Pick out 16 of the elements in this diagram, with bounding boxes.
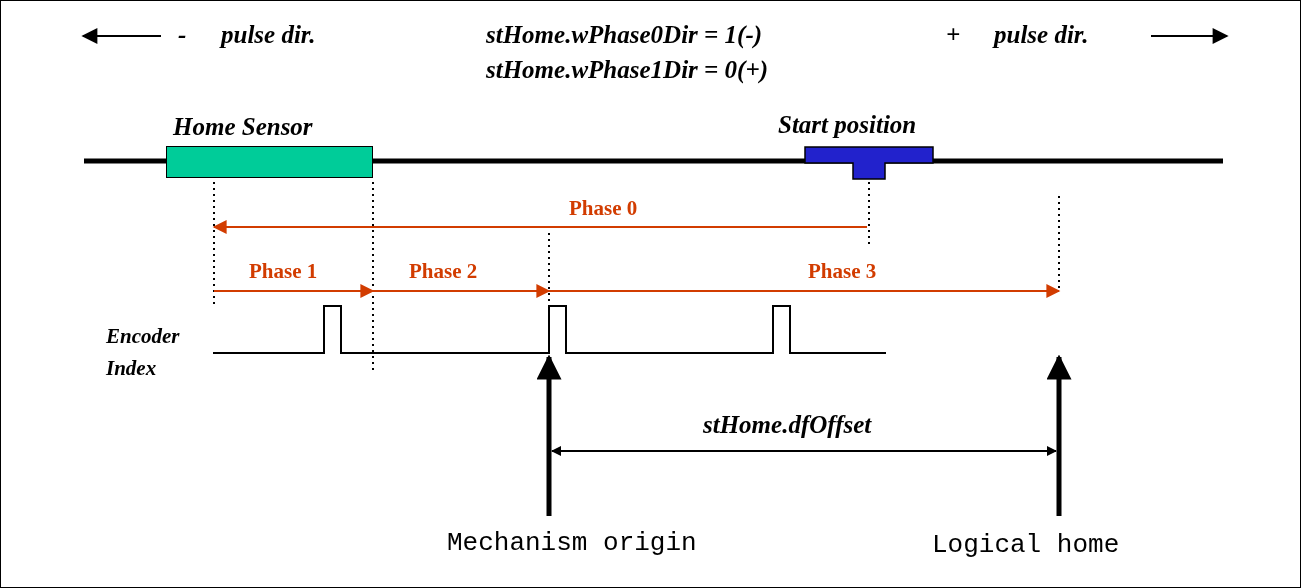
phase-label: Phase 1 [249,259,318,284]
direction-label: pulse dir. [221,21,316,50]
position-label: Mechanism origin [447,529,697,559]
direction-label: pulse dir. [994,21,1089,50]
signal-label: Encoder Index [106,323,181,382]
phase-label: Phase 0 [569,196,638,221]
position-label: Logical home [932,531,1120,561]
direction-label: - [178,21,187,50]
code-text: stHome.wPhase1Dir = 0(+) [486,56,768,85]
code-text: stHome.wPhase0Dir = 1(-) [486,21,763,50]
direction-label: + [946,21,961,50]
node-heading: Start position [778,111,917,140]
phase-label: Phase 2 [409,259,478,284]
dimension-label: stHome.dfOffset [703,411,872,440]
node-heading: Home Sensor [173,113,313,142]
phase-label: Phase 3 [808,259,877,284]
